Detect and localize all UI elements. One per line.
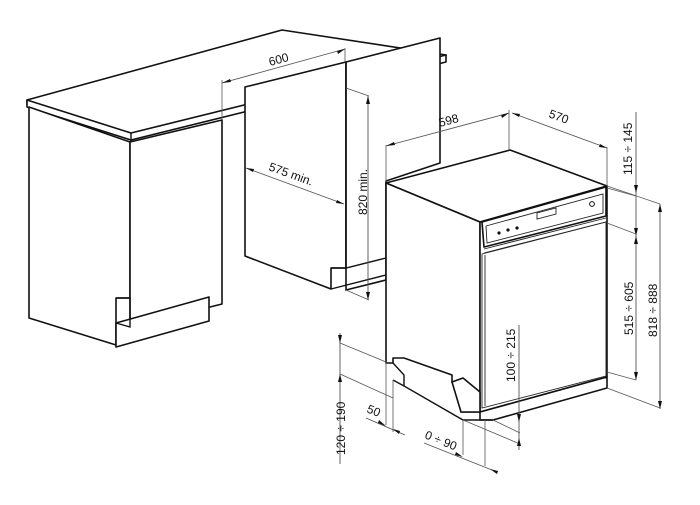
dimension-top-gap: 115 ÷ 145 xyxy=(606,112,638,236)
svg-text:120 ÷ 190: 120 ÷ 190 xyxy=(334,401,348,455)
svg-text:115 ÷ 145: 115 ÷ 145 xyxy=(621,122,635,175)
dimension-foot-height: 120 ÷ 190 xyxy=(334,333,394,464)
svg-text:820 min.: 820 min. xyxy=(356,169,370,215)
dimension-foot-offset: 50 xyxy=(365,362,406,436)
button-2 xyxy=(506,228,510,232)
right-cabinet-niche xyxy=(244,37,441,291)
svg-text:600: 600 xyxy=(267,50,290,69)
svg-text:598: 598 xyxy=(437,111,460,130)
dimension-plinth-height: 100 ÷ 215 xyxy=(462,325,521,450)
dimension-door-height: 515 ÷ 605 xyxy=(606,222,638,381)
dimension-plinth-setback: 0 ÷ 90 xyxy=(423,420,498,474)
dimension-570: 570 xyxy=(511,107,608,186)
svg-text:515 ÷ 605: 515 ÷ 605 xyxy=(622,281,636,335)
svg-text:100 ÷ 215: 100 ÷ 215 xyxy=(504,328,518,382)
dimension-598: 598 xyxy=(385,110,510,182)
dimension-total-height: 818 ÷ 888 xyxy=(606,185,662,409)
display-window xyxy=(536,207,557,220)
svg-text:50: 50 xyxy=(365,402,383,420)
dimension-820-min: 820 min. xyxy=(345,87,370,301)
kitchen-counter xyxy=(26,29,447,142)
svg-text:570: 570 xyxy=(547,107,571,127)
button-3 xyxy=(515,226,519,230)
power-knob xyxy=(589,201,595,207)
svg-text:818 ÷ 888: 818 ÷ 888 xyxy=(646,283,660,337)
dishwasher xyxy=(385,149,608,421)
dimension-600: 600 xyxy=(221,48,346,119)
door-panel xyxy=(481,221,607,409)
button-1 xyxy=(497,231,501,235)
left-cabinet xyxy=(28,106,223,348)
